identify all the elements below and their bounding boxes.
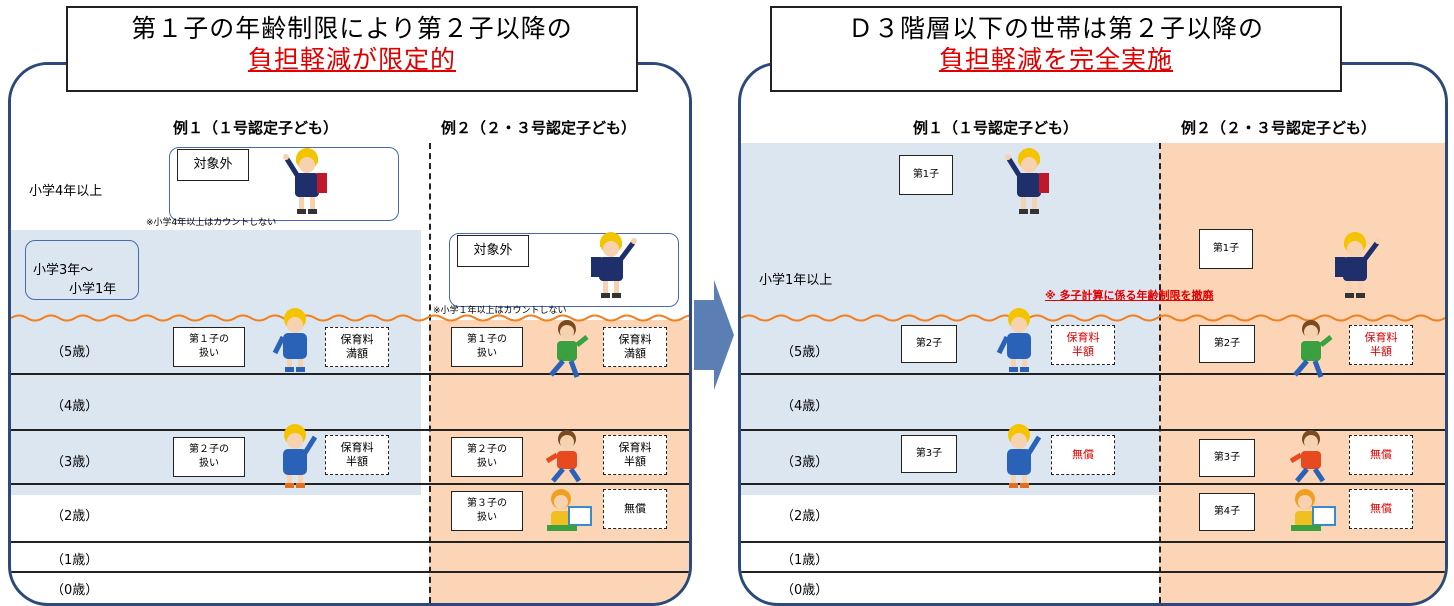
- ex1-fee-half: 保育料半額: [325, 435, 389, 475]
- row-divider: [741, 541, 1445, 543]
- kindergartner-icon: [1007, 424, 1042, 488]
- ex2-first-box: 第1子: [1199, 229, 1253, 269]
- bg-ex2-top: [429, 145, 689, 320]
- running-child-icon: [545, 430, 582, 483]
- schoolchild-icon: [591, 232, 637, 298]
- column-divider: [429, 143, 431, 603]
- row-label-age4: （4歳）: [781, 399, 829, 414]
- kindergartner-icon: [283, 424, 318, 488]
- ex1-outside-box: 対象外: [177, 149, 249, 181]
- bg-elem3: [11, 230, 421, 320]
- ex1-note: ※小学4年以上はカウントしない: [146, 218, 277, 228]
- age-limit-note: ※ 多子計算に係る年齢制限を撤廃: [1045, 289, 1214, 302]
- left-title-line2: 負担軽減が限定的: [247, 45, 456, 74]
- row-label-age3: （3歳）: [781, 455, 829, 470]
- row-divider: [11, 429, 689, 431]
- row-divider: [741, 373, 1445, 375]
- ex2-fee-half: 保育料半額: [603, 435, 667, 475]
- row-divider: [741, 429, 1445, 431]
- column-header-ex2: 例２（２・３号認定子ども）: [1181, 119, 1377, 137]
- row-label-age2: （2歳）: [781, 509, 829, 524]
- schoolchild-icon: [1005, 148, 1049, 214]
- row-label-elem1: 小学1年以上: [759, 273, 833, 288]
- row-divider: [11, 373, 689, 375]
- age-boundary-wave: [11, 314, 689, 322]
- right-title-line1: Ｄ３階層以下の世帯は第２子以降の: [847, 14, 1264, 43]
- kindergartner-icon: [996, 308, 1031, 372]
- row-label-elem3-a: 小学3年～: [33, 263, 94, 278]
- running-child-icon: [1293, 320, 1333, 378]
- row-label-age4: （4歳）: [51, 399, 99, 414]
- ex2-outside-bracket: [449, 233, 679, 307]
- row-label-age1: （1歳）: [51, 553, 99, 568]
- ex2-free: 無償: [603, 489, 667, 529]
- schoolchild-icon: [283, 148, 327, 214]
- left-title: 第１子の年齢制限により第２子以降の 負担軽減が限定的: [66, 6, 638, 92]
- row-label-elem4: 小学4年以上: [29, 184, 103, 199]
- ex2-outside-box: 対象外: [457, 235, 529, 267]
- row-label-age0: （0歳）: [51, 583, 99, 598]
- row-label-age1: （1歳）: [781, 553, 829, 568]
- ex1-second-box: 第２子の扱い: [173, 437, 245, 477]
- ex1-second-box: 第2子: [901, 325, 957, 363]
- ex1-outside-bracket: [169, 147, 399, 221]
- ex1-fee-half: 保育料半額: [1051, 325, 1115, 365]
- age-boundary-wave: [741, 314, 1445, 322]
- ex2-third-box: 第３子の扱い: [451, 491, 523, 531]
- column-divider: [1159, 143, 1161, 603]
- schoolchild-icon: [1335, 232, 1381, 298]
- running-child-icon: [549, 320, 589, 378]
- left-title-line1: 第１子の年齢制限により第２子以降の: [131, 14, 573, 43]
- ex2-second-box: 第２子の扱い: [451, 437, 523, 477]
- kindergartner-icon: [272, 308, 307, 372]
- row-label-age5: （5歳）: [781, 345, 829, 360]
- ex1-fee-full: 保育料満額: [325, 327, 389, 367]
- row-label-age3: （3歳）: [51, 455, 99, 470]
- ex1-first-box: 第１子の扱い: [173, 327, 245, 367]
- ex2-third-box: 第3子: [1199, 439, 1255, 477]
- ex1-free: 無償: [1051, 435, 1115, 475]
- running-child-icon: [1289, 430, 1326, 483]
- ex2-note: ※小学１年以上はカウントしない: [433, 306, 567, 316]
- ex2-free: 無償: [1349, 435, 1413, 475]
- row-divider: [741, 483, 1445, 485]
- ex2-second-box: 第2子: [1199, 325, 1255, 363]
- ex2-first-box: 第１子の扱い: [451, 327, 523, 367]
- row-divider: [11, 571, 689, 573]
- ex2-fee-half: 保育料半額: [1349, 325, 1413, 365]
- ex1-third-box: 第3子: [901, 435, 957, 473]
- column-header-ex1: 例１（１号認定子ども）: [173, 119, 339, 137]
- ex1-first-box: 第1子: [899, 155, 953, 195]
- column-header-ex1: 例１（１号認定子ども）: [913, 119, 1079, 137]
- row-divider: [11, 483, 689, 485]
- reading-child-icon: [1291, 489, 1336, 531]
- right-title-line2: 負担軽減を完全実施: [938, 45, 1173, 74]
- left-panel: 例１（１号認定子ども） 例２（２・３号認定子ども） 小学4年以上 小学3年～ 小…: [8, 62, 692, 606]
- row-divider: [741, 571, 1445, 573]
- row-label-elem3-b: 小学1年: [69, 282, 117, 297]
- ex2-fourth-box: 第4子: [1199, 493, 1255, 531]
- ex2-fee-full: 保育料満額: [603, 327, 667, 367]
- right-title: Ｄ３階層以下の世帯は第２子以降の 負担軽減を完全実施: [770, 6, 1342, 92]
- row-divider: [11, 541, 689, 543]
- ex2-free-2: 無償: [1349, 489, 1413, 529]
- reading-child-icon: [547, 489, 592, 531]
- row-bracket-elem3: [25, 240, 139, 300]
- row-label-age2: （2歳）: [51, 509, 99, 524]
- row-label-age0: （0歳）: [781, 583, 829, 598]
- column-header-ex2: 例２（２・３号認定子ども）: [441, 119, 637, 137]
- row-label-age5: （5歳）: [51, 345, 99, 360]
- arrow-right-icon: [694, 280, 734, 390]
- right-panel: 例１（１号認定子ども） 例２（２・３号認定子ども） 小学1年以上 （5歳） （4…: [738, 62, 1448, 606]
